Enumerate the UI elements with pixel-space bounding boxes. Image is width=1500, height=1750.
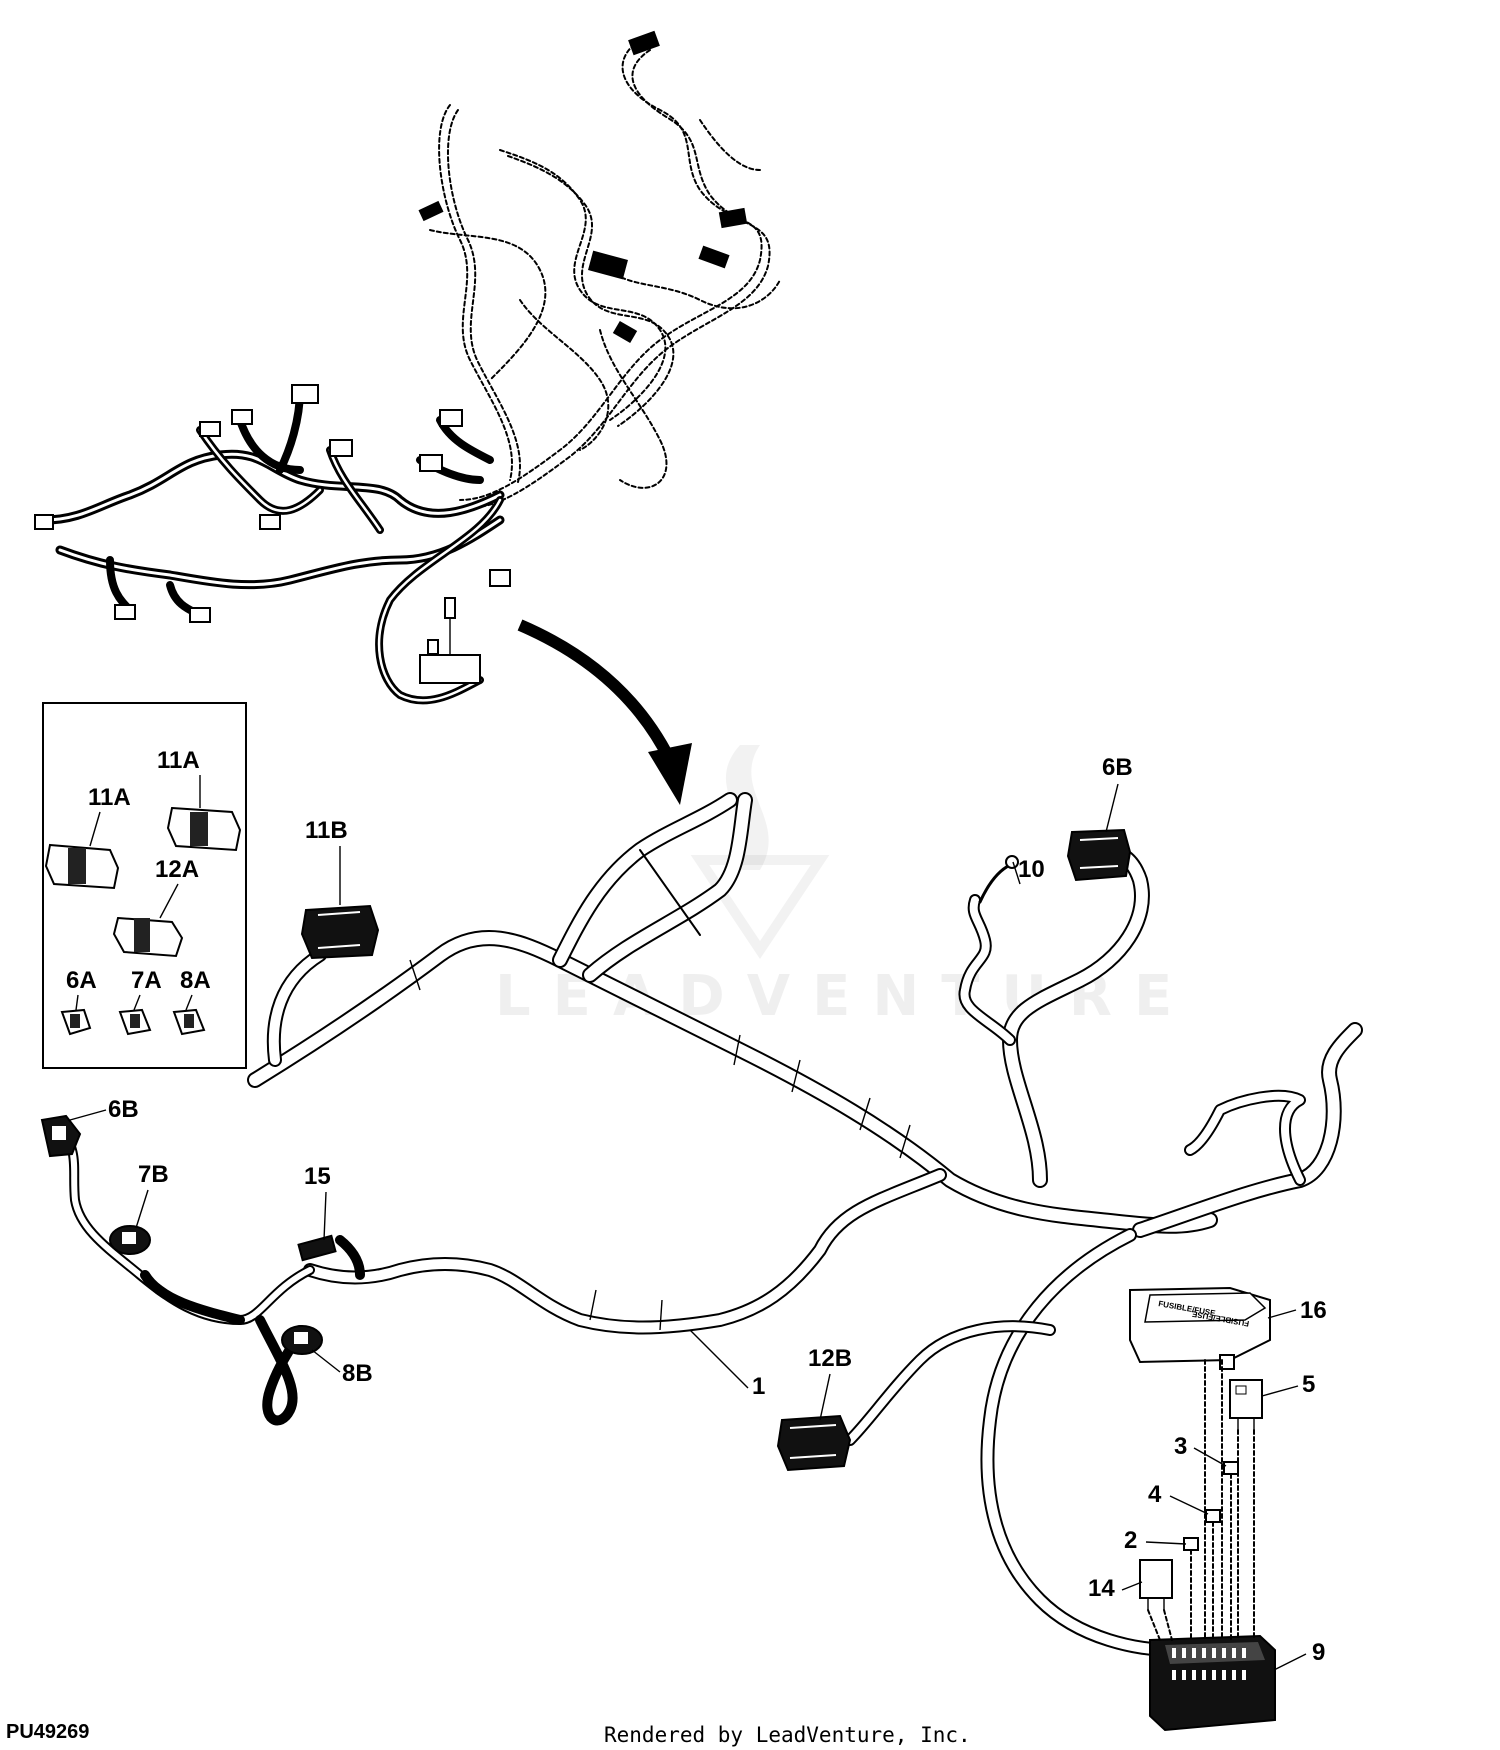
overview-harness-dashed	[418, 30, 781, 509]
callout-6b-top: 6B	[1102, 754, 1133, 781]
connector-7b	[109, 1225, 151, 1255]
callout-5: 5	[1302, 1371, 1315, 1398]
inset-label-11a-upper: 11A	[157, 747, 200, 774]
connector-inset: 11A 11A 12A 6A 7A 8A	[42, 702, 247, 1069]
fuse-4	[1205, 1509, 1221, 1523]
connector-12a-icon	[112, 883, 184, 958]
connector-7a-icon	[118, 994, 152, 1036]
connector-6a-icon	[60, 994, 92, 1036]
relay-14	[1139, 1559, 1173, 1610]
callout-4: 4	[1148, 1481, 1162, 1508]
callout-15: 15	[304, 1163, 331, 1190]
connector-12b	[776, 1414, 852, 1472]
connector-15	[297, 1234, 337, 1262]
overview-harness-solid	[34, 384, 511, 705]
credit-line: Rendered by LeadVenture, Inc.	[604, 1723, 971, 1747]
connector-11a-lower-icon	[44, 811, 120, 890]
inset-label-12a: 12A	[155, 856, 199, 883]
connector-11a-upper-icon	[166, 775, 242, 852]
connector-6b-top	[1066, 828, 1132, 882]
inset-label-11a-lower: 11A	[88, 784, 131, 811]
callouts: 11B 6B 10 6B 7B 15 8B 1 12B 16 5 3 4 2 1…	[69, 754, 1327, 1671]
callout-14: 14	[1088, 1575, 1115, 1602]
fuse-box-cover: FUSIBLE/FUSE FUSIBLE/FUSE	[1129, 1286, 1271, 1370]
fuse-block-base	[1149, 1634, 1276, 1732]
figure-id: PU49269	[6, 1721, 89, 1743]
connector-11b	[300, 904, 380, 960]
callout-9: 9	[1312, 1639, 1325, 1666]
callout-7b: 7B	[138, 1161, 169, 1188]
inset-label-8a: 8A	[180, 967, 211, 994]
install-lines	[1147, 1359, 1255, 1641]
connector-8b	[281, 1325, 323, 1355]
callout-10: 10	[1018, 856, 1045, 883]
callout-8b: 8B	[342, 1360, 373, 1387]
fuse-3	[1223, 1461, 1239, 1475]
connector-8a-icon	[172, 994, 206, 1036]
main-harness	[55, 792, 1363, 1657]
inset-label-7a: 7A	[131, 967, 162, 994]
callout-11b: 11B	[305, 817, 348, 844]
callout-12b: 12B	[808, 1345, 852, 1372]
callout-3: 3	[1174, 1433, 1187, 1460]
callout-2: 2	[1124, 1527, 1137, 1554]
relay-5	[1229, 1379, 1263, 1430]
callout-6b-left: 6B	[108, 1096, 139, 1123]
connector-6b-left	[40, 1114, 82, 1158]
callout-1: 1	[752, 1373, 765, 1400]
callout-16: 16	[1300, 1297, 1327, 1324]
fuse-2	[1183, 1537, 1199, 1551]
inset-label-6a: 6A	[66, 967, 97, 994]
zoom-arrow	[517, 619, 692, 805]
